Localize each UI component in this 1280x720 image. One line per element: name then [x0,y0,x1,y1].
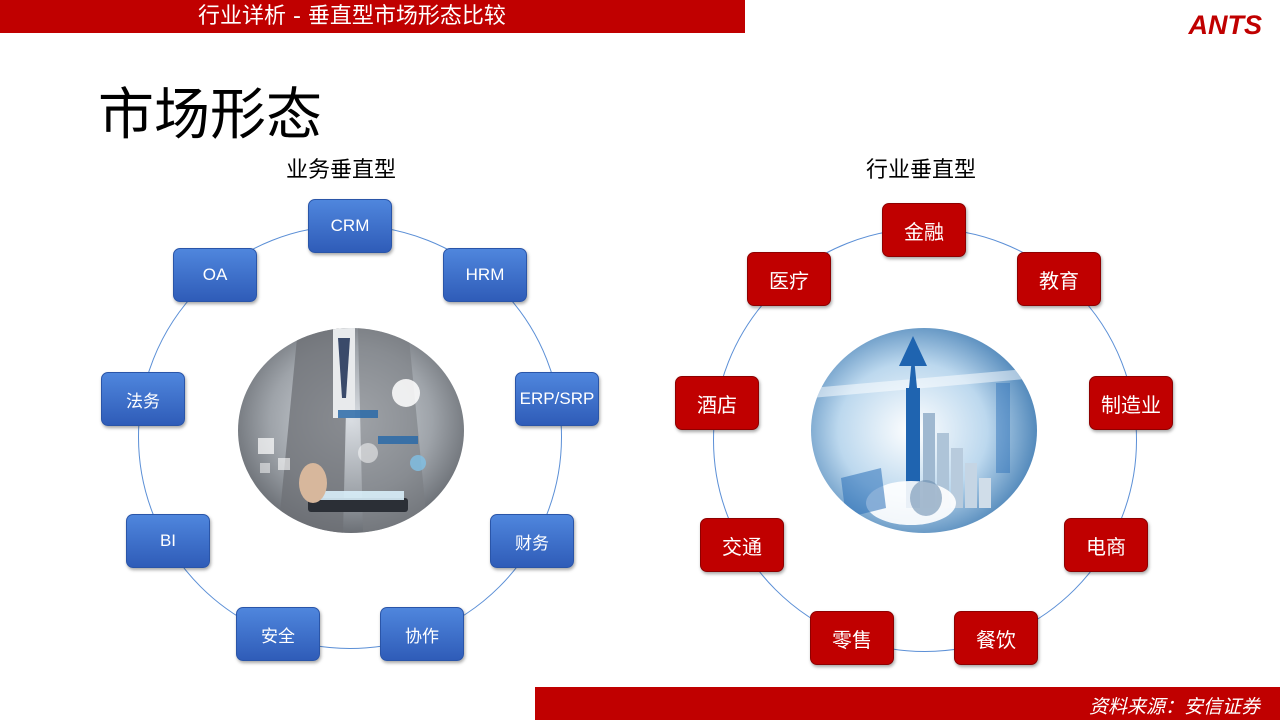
header-title: 行业详析 - 垂直型市场形态比较 [198,4,506,29]
node-finance: 财务 [490,514,574,568]
ants-logo: ANTS [1188,10,1263,40]
node-catering: 餐饮 [954,611,1038,665]
node-retail: 零售 [810,611,894,665]
node-bi: BI [126,514,210,568]
header-bar: 行业详析 - 垂直型市场形态比较 [0,0,745,33]
node-manufacturing: 制造业 [1089,376,1173,430]
node-security: 安全 [236,607,320,661]
footer-bar: 资料来源：安信证券 [535,687,1280,720]
node-oa: OA [173,248,257,302]
node-legal: 法务 [101,372,185,426]
page-title: 市场形态 [98,83,322,148]
node-crm: CRM [308,199,392,253]
growth-chart-image [811,328,1037,533]
node-finance-industry: 金融 [882,203,966,257]
left-section-title: 业务垂直型 [286,158,397,183]
node-hotel: 酒店 [675,376,759,430]
right-section-title: 行业垂直型 [866,158,977,183]
node-erp-srp: ERP/SRP [515,372,599,426]
node-healthcare: 医疗 [747,252,831,306]
business-tablet-image [238,328,464,533]
node-transportation: 交通 [700,518,784,572]
node-education: 教育 [1017,252,1101,306]
source-note: 资料来源：安信证券 [1088,696,1260,718]
node-ecommerce: 电商 [1064,518,1148,572]
node-collaboration: 协作 [380,607,464,661]
node-hrm: HRM [443,248,527,302]
